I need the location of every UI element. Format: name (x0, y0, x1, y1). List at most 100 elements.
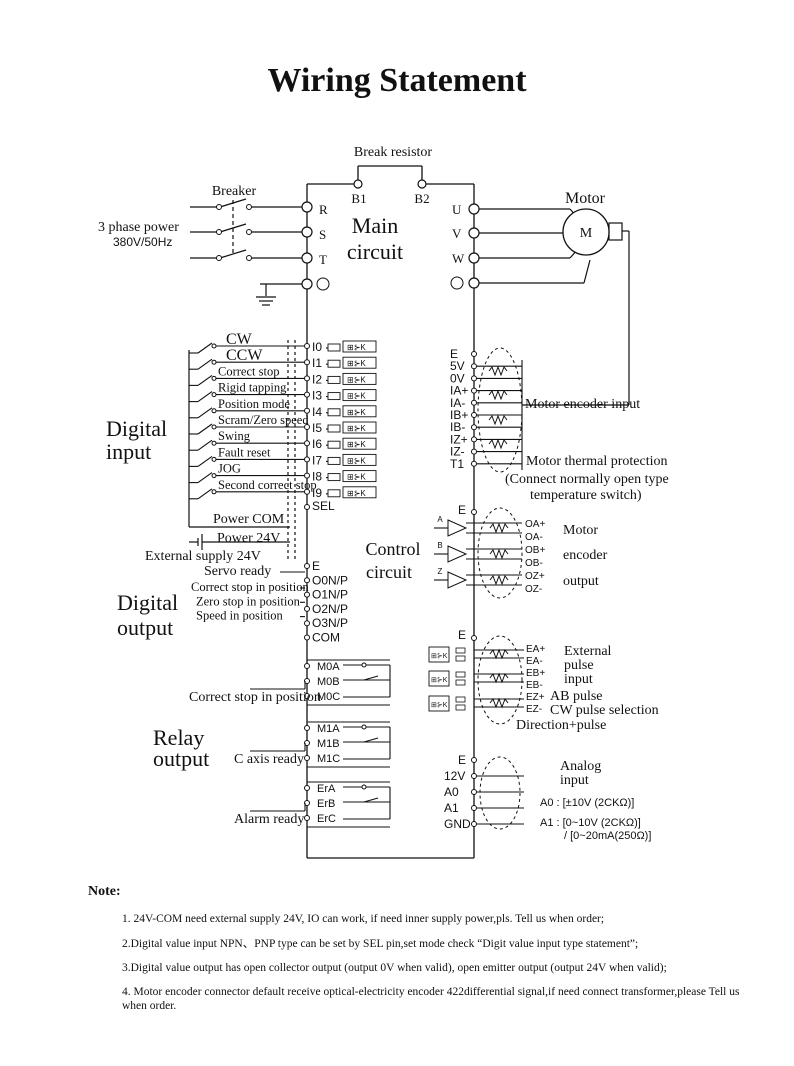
encoder-output-label: Motor (563, 523, 598, 538)
optocoupler-icon (342, 421, 377, 434)
analog-input-label-2: input (560, 773, 589, 788)
terminal-dot (471, 387, 477, 394)
optocoupler-icon (342, 340, 377, 353)
optocoupler-icon (428, 646, 450, 663)
digital-output-label-1: Correct stop in position (191, 580, 309, 594)
encoder-output-pin-2: OB+ (525, 545, 545, 556)
terminal-dot (304, 488, 310, 495)
twisted-pair-icon (489, 697, 509, 709)
di-common-rail (188, 340, 296, 560)
terminal-dot (304, 815, 310, 821)
digital-output-title: Digital (117, 590, 178, 615)
resistor-icon (327, 359, 341, 368)
motor-thermal-label-2: (Connect normally open type (505, 472, 669, 487)
terminal-dot (304, 391, 310, 398)
relay-group-label-0: Correct stop in position (189, 690, 321, 705)
optocoupler-label: ⊞⊱K (347, 440, 366, 449)
switch-contact-icon (211, 408, 217, 414)
terminal-dot (471, 821, 477, 827)
encoder-input-pin-0: E (450, 347, 458, 361)
digital-output-pin-2: O1N/P (312, 588, 348, 602)
motor-symbol: M (580, 226, 593, 241)
terminal-dot (304, 424, 310, 430)
breaker-switch (190, 198, 303, 296)
twisted-pair-icon (489, 574, 509, 586)
input-terminals: R S T (301, 201, 330, 291)
resistor-icon (327, 392, 341, 401)
motor-label: Motor (565, 190, 606, 207)
terminal-dot (304, 785, 310, 791)
wiring-diagram: Break resistor B1 B2 Main circuit Breake… (98, 145, 669, 859)
terminal-dot (304, 577, 310, 584)
digital-input-pin-2: I2 (312, 372, 322, 386)
encoder-input-pin-1: 5V (450, 359, 465, 373)
digital-output-label-3: Speed in position (196, 609, 284, 623)
a1-spec: A1 : [0~10V (2CKΩ)] (540, 817, 641, 829)
encoder-input-pin-6: IB- (450, 420, 465, 434)
terminal-dot (471, 789, 477, 795)
terminal-dot (471, 635, 477, 641)
power-spec: 380V/50Hz (113, 235, 172, 249)
pulse-input-pin-0: EA+ (526, 644, 545, 655)
switch-contact-icon (211, 440, 217, 446)
relay-pin-1-0: M1A (317, 723, 340, 735)
terminal-dot (471, 399, 477, 406)
terminal-w: W (452, 251, 465, 266)
break-resistor: Break resistor B1 B2 (351, 145, 432, 206)
cw-pulse-label: CW pulse selection (550, 703, 659, 718)
relay-pin-1-1: M1B (317, 738, 340, 750)
digital-input-title: Digital (106, 416, 167, 441)
digital-input-title-2: input (106, 439, 151, 464)
optocoupler-icon (342, 389, 377, 402)
encoder-input-pin-3: IA+ (450, 384, 468, 398)
optocoupler-icon (428, 695, 450, 712)
shield-icon (479, 756, 521, 830)
optocoupler-label: ⊞⊱K (347, 489, 366, 498)
terminal-dot (304, 663, 310, 669)
sel-terminal-dot (304, 504, 310, 510)
resistor-icon (455, 655, 466, 662)
breaker-contacts (216, 204, 252, 261)
digital-input-label-9: Second correct stop (218, 478, 317, 492)
terminal-u: U (452, 202, 462, 217)
wire (363, 737, 379, 743)
encoder-output-e: E (458, 503, 466, 517)
note-1: 1. 24V-COM need external supply 24V, IO … (122, 913, 605, 925)
encoder-output-label-2: encoder (563, 548, 608, 563)
wire (197, 391, 213, 403)
twisted-pair-icon (488, 365, 508, 377)
power-24v-label: Power 24V (217, 531, 280, 546)
external-supply-label: External supply 24V (145, 549, 261, 564)
wire (197, 472, 213, 484)
resistor-icon (455, 671, 466, 678)
output-terminals: U V W (450, 202, 480, 290)
resistor-icon (455, 647, 466, 654)
resistor-icon (327, 408, 341, 417)
terminal-dot (304, 634, 310, 641)
pulse-input-pin-1: EA- (526, 656, 543, 667)
twisted-pair-icon (488, 389, 508, 401)
analog-pin-3: A1 (444, 801, 459, 815)
encoder-channel-B: B (437, 541, 442, 550)
relay-group-label-2: Alarm ready (234, 812, 304, 827)
digital-output-pin-4: O3N/P (312, 616, 348, 630)
analog-pin-2: A0 (444, 785, 459, 799)
digital-input-pin-8: I8 (312, 470, 322, 484)
encoder-channel-Z: Z (438, 567, 443, 576)
motor-thermal-label-3: temperature switch) (530, 488, 642, 503)
digital-input-pin-6: I6 (312, 437, 322, 451)
optocoupler-icon (342, 453, 377, 466)
terminal-dot (304, 407, 310, 414)
optocoupler-label: ⊞⊱K (431, 653, 448, 660)
encoder-channel-A: A (437, 515, 443, 524)
ground-icon (256, 296, 276, 306)
optocoupler-icon (342, 405, 377, 418)
twisted-pair-icon (489, 672, 509, 684)
control-circuit-label-2: circuit (366, 562, 412, 582)
digital-input-pin-5: I5 (312, 421, 322, 435)
switch-contact-icon (211, 343, 217, 349)
a1-spec-2: / [0~20mA(250Ω)] (564, 830, 651, 842)
